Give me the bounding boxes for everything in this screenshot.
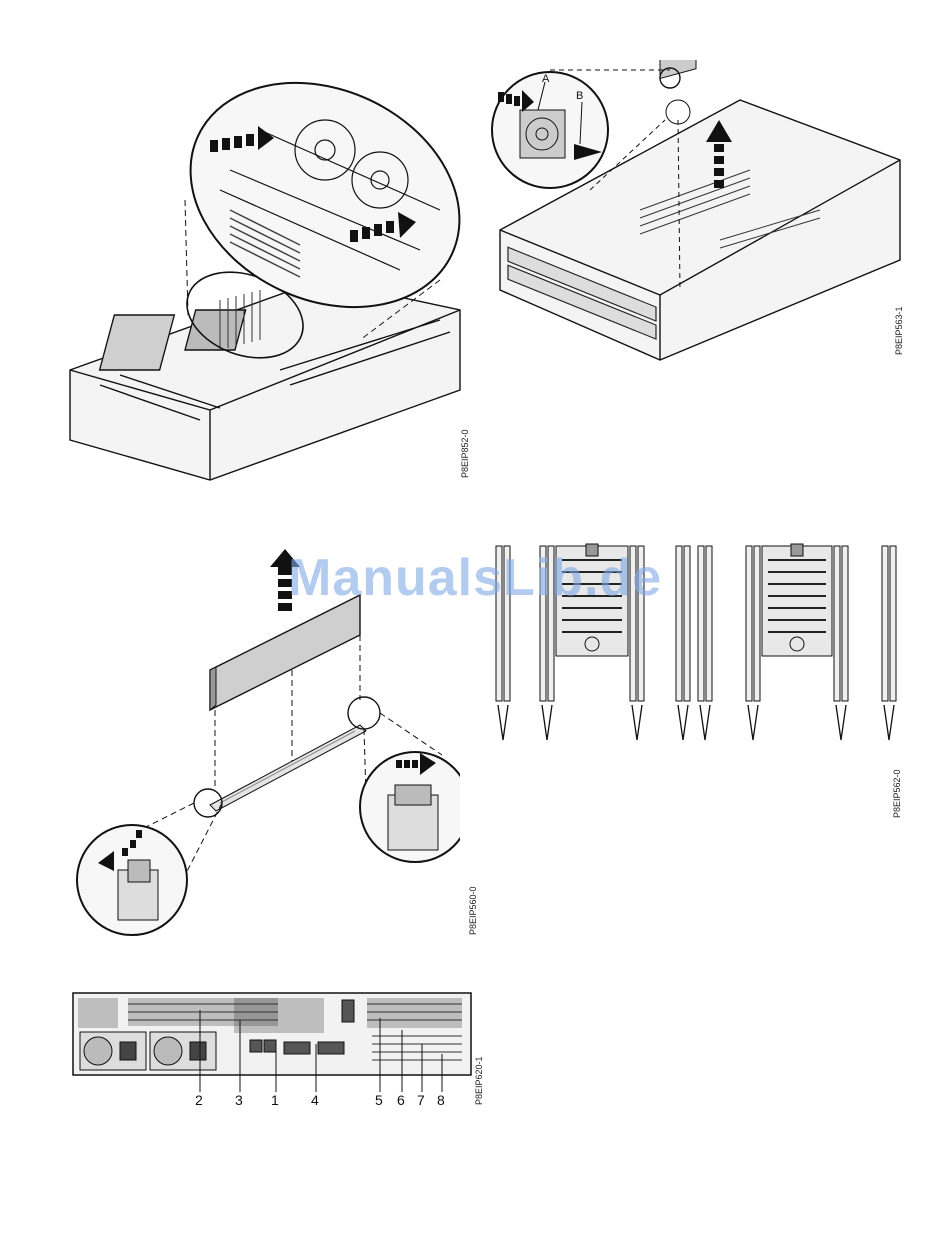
rear-panel-leaders <box>180 1000 480 1095</box>
figure-id-1: P8EIP852-0 <box>460 429 470 478</box>
callout-a: A <box>542 73 549 85</box>
callout-8: 8 <box>437 1092 445 1108</box>
figure-server-fans-detail <box>60 70 480 490</box>
callout-5: 5 <box>375 1092 383 1108</box>
callout-3: 3 <box>235 1092 243 1108</box>
callout-7: 7 <box>417 1092 425 1108</box>
callout-b: B <box>576 90 583 102</box>
figure-id-5: P8EIP620-1 <box>474 1056 484 1105</box>
callout-2: 2 <box>195 1092 203 1108</box>
server-fans-illustration <box>60 70 480 490</box>
watermark: ManualsLib.de <box>288 548 662 608</box>
figure-fan-removal <box>490 60 910 370</box>
fan-removal-illustration <box>490 60 910 370</box>
figure-id-4: P8EIP562-0 <box>892 769 902 818</box>
callout-6: 6 <box>397 1092 405 1108</box>
callout-4: 4 <box>311 1092 319 1108</box>
figure-id-2: P8EIP563-1 <box>894 306 904 355</box>
callout-1: 1 <box>271 1092 279 1108</box>
figure-id-3: P8EIP560-0 <box>468 886 478 935</box>
